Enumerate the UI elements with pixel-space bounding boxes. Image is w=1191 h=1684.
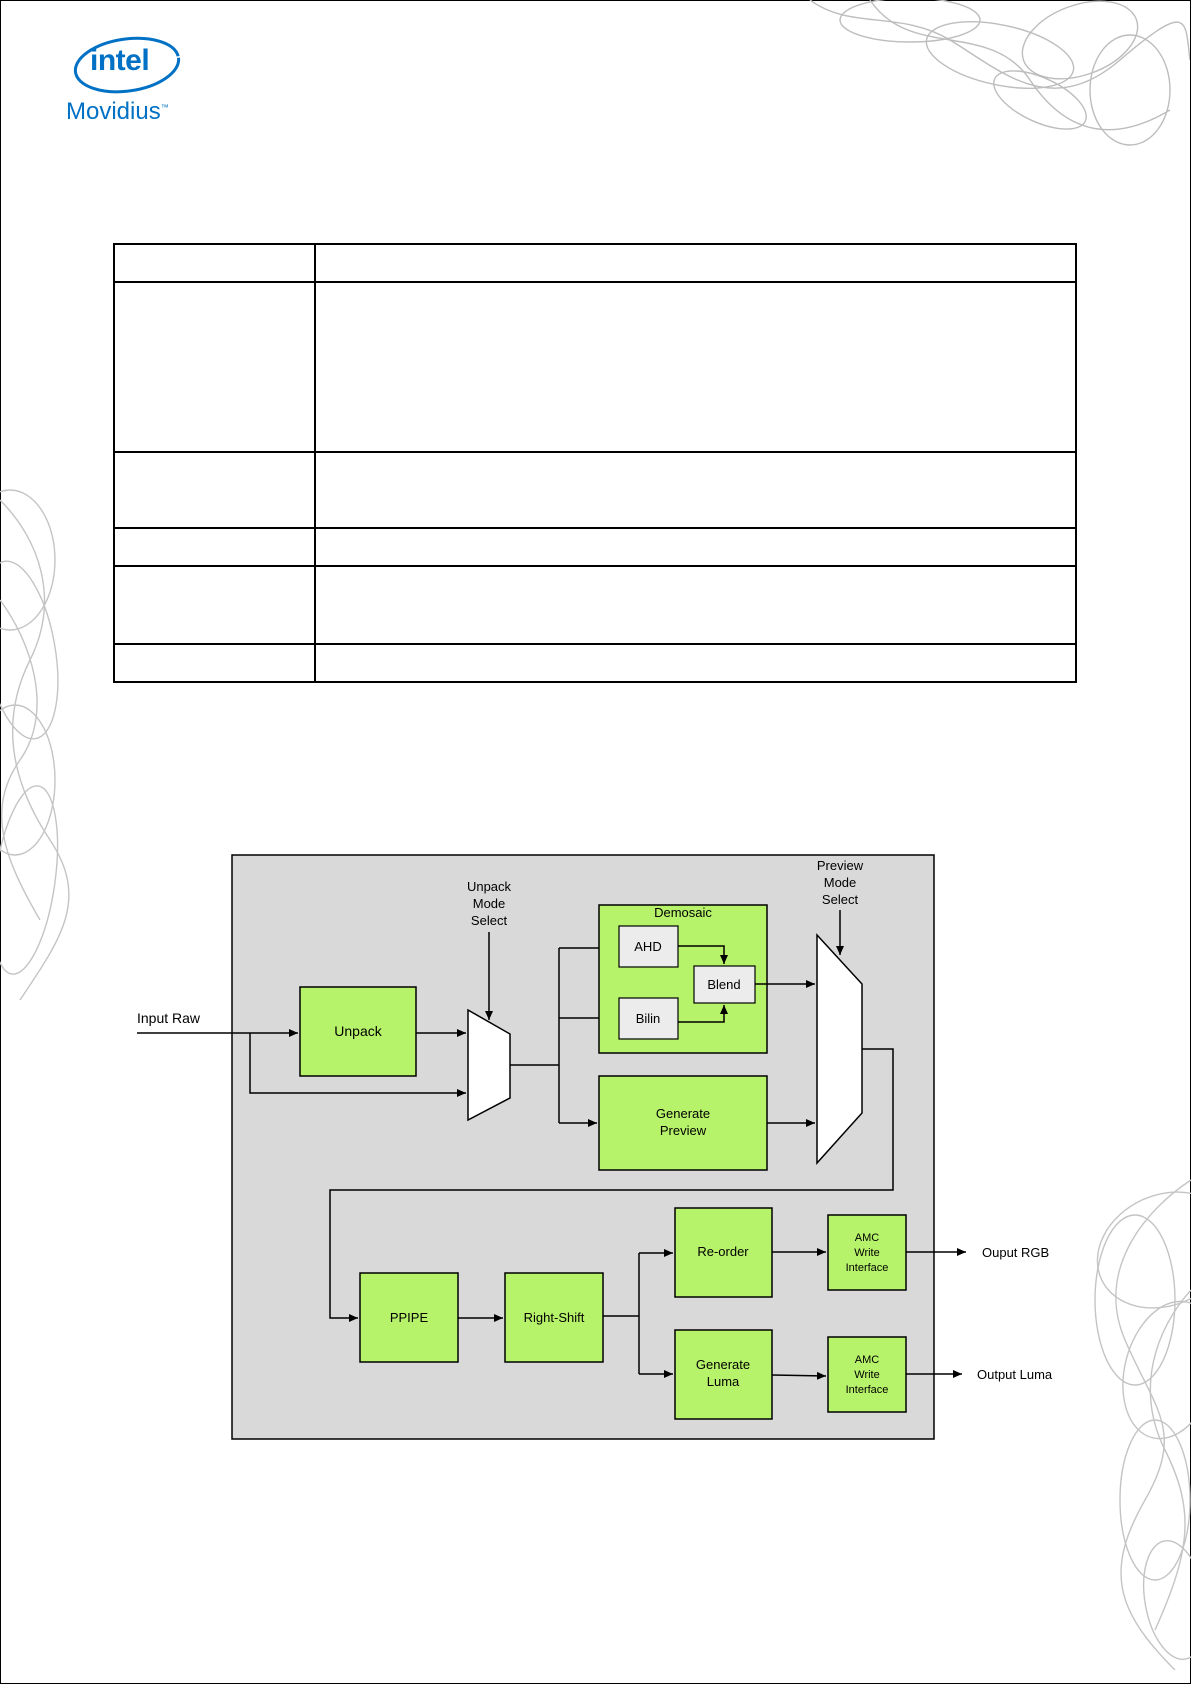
preview-mode-select-line3: Select xyxy=(822,892,859,907)
demosaic-label: Demosaic xyxy=(654,905,712,920)
amc-write-luma-line2: Write xyxy=(854,1369,879,1381)
unpack-mode-select-line3: Select xyxy=(471,913,508,928)
unpack-mode-select-line1: Unpack xyxy=(467,879,512,894)
ahd-label: AHD xyxy=(634,939,661,954)
amc-write-rgb-line3: Interface xyxy=(846,1262,889,1274)
unpack-mode-select-line2: Mode xyxy=(473,896,506,911)
unpack-label: Unpack xyxy=(334,1023,382,1039)
amc-write-rgb-line2: Write xyxy=(854,1247,879,1259)
generate-preview-line1: Generate xyxy=(656,1106,710,1121)
amc-write-luma-line1: AMC xyxy=(855,1354,880,1366)
input-raw-label: Input Raw xyxy=(137,1010,201,1026)
amc-write-rgb-line1: AMC xyxy=(855,1232,880,1244)
generate-luma-line2: Luma xyxy=(707,1374,740,1389)
preview-mode-select-line2: Mode xyxy=(824,875,857,890)
reorder-label: Re-order xyxy=(697,1244,749,1259)
right-shift-label: Right-Shift xyxy=(524,1310,585,1325)
preview-mode-select-line1: Preview xyxy=(817,858,864,873)
generate-luma-line1: Generate xyxy=(696,1357,750,1372)
generate-preview-line2: Preview xyxy=(660,1123,707,1138)
output-rgb-label: Ouput RGB xyxy=(982,1245,1049,1260)
luma-to-amc-wire xyxy=(772,1375,826,1376)
blend-label: Blend xyxy=(707,977,740,992)
ppipe-label: PPIPE xyxy=(390,1310,429,1325)
output-luma-label: Output Luma xyxy=(977,1367,1053,1382)
bilin-label: Bilin xyxy=(636,1011,661,1026)
amc-write-luma-line3: Interface xyxy=(846,1384,889,1396)
